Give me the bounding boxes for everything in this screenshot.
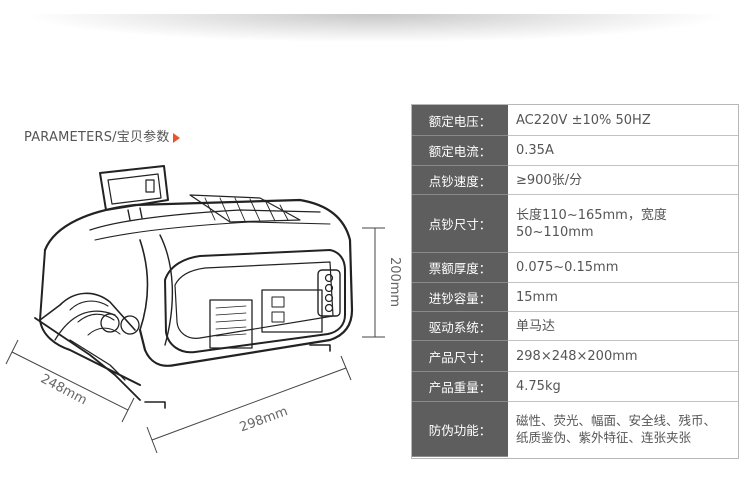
spec-value: 磁性、荧光、幅面、安全线、残币、 纸质鉴伪、紫外特征、连张夹张 [516, 413, 717, 445]
front-tray [34, 317, 141, 401]
spec-value: 4.75kg [516, 379, 561, 394]
height-dimension-label: 200mm [387, 257, 402, 307]
width-dimension-line [146, 355, 352, 454]
spec-label: 额定电压： [412, 105, 508, 136]
spec-row-note-size: 点钞尺寸： 长度110~165mm，宽度 50~110mm [412, 195, 738, 253]
spec-label: 点钞尺寸： [412, 195, 508, 253]
spec-row-weight: 产品重量： 4.75kg [412, 372, 738, 402]
spec-row-voltage: 额定电压： AC220V ±10% 50HZ [412, 105, 738, 136]
spec-label: 防伪功能： [412, 402, 508, 457]
spec-label: 驱动系统： [412, 312, 508, 341]
top-shadow-decoration [30, 14, 720, 42]
spec-row-current: 额定电流： 0.35A [412, 136, 738, 166]
spec-row-drive: 驱动系统： 单马达 [412, 312, 738, 341]
specs-table: 额定电压： AC220V ±10% 50HZ 额定电流： 0.35A 点钞速度：… [411, 104, 739, 459]
spec-row-capacity: 进钞容量： 15mm [412, 283, 738, 312]
control-panel [261, 289, 323, 333]
width-dimension-label: 298mm [238, 404, 290, 435]
height-dimension-line [362, 227, 385, 338]
section-title-text: PARAMETERS/宝贝参数 [24, 130, 170, 145]
spec-value: 长度110~165mm，宽度 50~110mm [516, 207, 667, 240]
spec-label: 票额厚度： [412, 253, 508, 283]
spec-label: 点钞速度： [412, 166, 508, 195]
button-column [317, 269, 341, 317]
spec-value: 0.35A [516, 143, 554, 158]
spec-label: 产品尺寸： [412, 341, 508, 372]
spec-value: 298×248×200mm [516, 348, 638, 364]
control-button-icon [324, 303, 334, 313]
spec-value: 15mm [516, 289, 558, 305]
display-screen [107, 173, 162, 205]
machine-body [43, 198, 354, 367]
spec-row-thickness: 票额厚度： 0.075~0.15mm [412, 253, 738, 283]
control-button-icon [324, 273, 334, 283]
depth-dimension-label: 248mm [38, 372, 89, 409]
spec-value: ≥900张/分 [516, 172, 583, 188]
control-button-icon [324, 283, 334, 293]
spec-row-product-size: 产品尺寸： 298×248×200mm [412, 341, 738, 372]
spec-label: 进钞容量： [412, 283, 508, 312]
label-sticker [209, 299, 253, 349]
spec-row-speed: 点钞速度： ≥900张/分 [412, 166, 738, 195]
triangle-arrow-icon [172, 132, 180, 143]
spec-label: 产品重量： [412, 372, 508, 402]
section-title: PARAMETERS/宝贝参数 [24, 126, 180, 145]
spec-row-anti-counterfeit: 防伪功能： 磁性、荧光、幅面、安全线、残币、 纸质鉴伪、紫外特征、连张夹张 [412, 402, 738, 457]
spec-value: AC220V ±10% 50HZ [516, 112, 651, 128]
display-digit [145, 179, 155, 193]
spec-value: 单马达 [516, 318, 556, 334]
counting-machine-illustration: 200mm 298mm 248mm [5, 165, 402, 454]
depth-dimension-line [5, 339, 135, 423]
spec-label: 额定电流： [412, 136, 508, 166]
spec-value: 0.075~0.15mm [516, 260, 619, 275]
control-button-icon [324, 293, 334, 303]
